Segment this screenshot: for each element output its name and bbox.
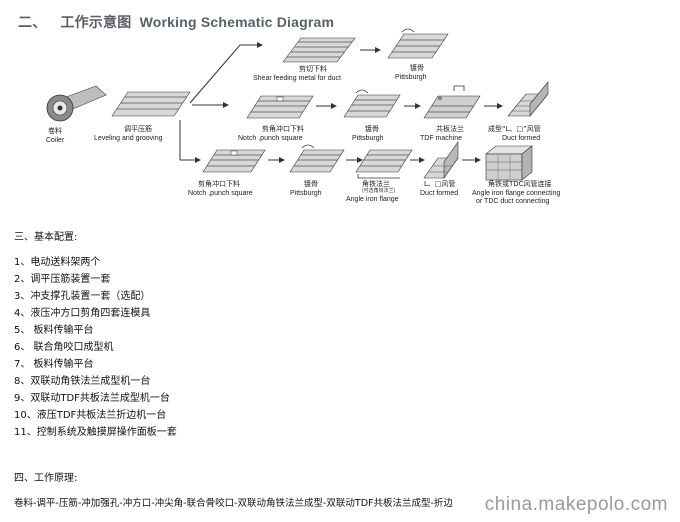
config-heading: 三、基本配置: xyxy=(14,232,78,243)
config-item: 3、冲支撑孔装置一套（选配） xyxy=(14,291,151,302)
coiler-label-en: Coiler xyxy=(46,137,65,144)
connect-label-en1: Angle iron flange connecting xyxy=(472,190,560,197)
title-number: 二、 xyxy=(18,14,47,30)
watermark: china.makepolo.com xyxy=(484,494,668,515)
angle-flange-icon xyxy=(355,149,413,179)
leveling-label-cn: 调平压筋 xyxy=(124,124,152,133)
config-item: 5、 板料传输平台 xyxy=(14,325,94,336)
config-item: 11、控制系统及触摸屏操作面板一套 xyxy=(14,427,177,438)
basic-config-section: 三、基本配置: 1、电动送料架两个 2、调平压筋装置一套 3、冲支撑孔装置一套（… xyxy=(14,229,177,441)
config-item: 9、双联动TDF共板法兰成型机一台 xyxy=(14,393,170,404)
notch1-label-cn: 剪角冲口下料 xyxy=(262,124,304,133)
notch2-sheet-icon xyxy=(202,149,266,173)
flow-arrow-bottom xyxy=(179,120,201,163)
pitts2-label-cn: 镀骨 xyxy=(365,124,379,133)
pitts2-label-en: Pittsburgh xyxy=(352,135,384,142)
config-item: 4、液压冲方口剪角四套连模具 xyxy=(14,308,151,319)
tdf-flange-icon xyxy=(423,85,481,119)
pitts1-label-cn: 镀骨 xyxy=(410,63,424,72)
pittsburgh3-sheet-icon xyxy=(289,144,345,173)
duct2-label-en: Duct formed xyxy=(420,190,458,197)
shear-label-cn: 剪切下料 xyxy=(299,64,327,73)
leveling-label-en: Leveling and grooving xyxy=(94,135,163,142)
title-cn: 工作示意图 xyxy=(60,14,132,30)
pittsburgh-sheet-icon xyxy=(387,28,449,59)
duct1-label-en: Duct formed xyxy=(502,135,540,142)
working-schematic-diagram: 卷料 Coiler 调平压筋 Leveling and grooving 剪切下… xyxy=(46,28,560,205)
pittsburgh2-sheet-icon xyxy=(343,89,401,118)
notch2-label-en: Notch ,punch square xyxy=(188,190,253,197)
notch-sheet-icon xyxy=(246,95,314,119)
principle-section: 四、工作原理: 卷料-调平-压筋-冲加强孔-冲方口-冲尖角-联合骨咬口-双联动角… xyxy=(14,470,453,512)
connect-label-en2: or TDC duct connecting xyxy=(476,198,550,205)
principle-heading: 四、工作原理: xyxy=(14,473,78,484)
config-item: 7、 板料传输平台 xyxy=(14,359,94,370)
pitts1-label-en: Pittsburgh xyxy=(395,74,427,81)
pitts3-label-en: Pittsburgh xyxy=(290,190,322,197)
duct-formed2-icon xyxy=(423,141,459,179)
coiler-icon xyxy=(46,85,107,122)
angle-label-sub: (可选角铁法兰) xyxy=(362,187,396,194)
notch2-label-cn: 剪角冲口下料 xyxy=(198,179,240,188)
angle-label-cn: 角铁法兰 xyxy=(362,179,390,188)
connected-duct-icon xyxy=(485,145,533,181)
duct1-label-cn: 成型“L、□”风管 xyxy=(488,124,541,133)
pitts3-label-cn: 镀骨 xyxy=(304,179,318,188)
principle-text: 卷料-调平-压筋-冲加强孔-冲方口-冲尖角-联合骨咬口-双联动角铁法兰成型-双联… xyxy=(14,498,453,509)
config-item: 1、电动送料架两个 xyxy=(14,257,101,268)
duct-formed-icon xyxy=(507,81,549,117)
flow-arrow-top xyxy=(189,42,263,104)
coiler-label-cn: 卷料 xyxy=(48,126,62,135)
config-item: 2、调平压筋装置一套 xyxy=(14,274,111,285)
shear-sheet-icon xyxy=(282,37,356,63)
angle-label-en: Angle iron flange xyxy=(346,196,399,203)
leveling-sheet-icon xyxy=(111,91,191,117)
duct2-label-cn: L、□风管 xyxy=(424,179,456,188)
config-item: 8、双联动角铁法兰成型机一台 xyxy=(14,376,151,387)
config-item: 10、液压TDF共板法兰折边机一台 xyxy=(14,410,167,421)
connect-label-cn: 角铁或TDC风管连接 xyxy=(488,179,552,188)
tdf-label-cn: 共板法兰 xyxy=(436,124,464,133)
shear-label-en: Shear feeding metal for duct xyxy=(253,75,341,82)
tdf-label-en: TDF machine xyxy=(420,135,462,142)
page-title: 二、工作示意图 Working Schematic Diagram xyxy=(18,12,334,32)
title-en: Working Schematic Diagram xyxy=(139,14,335,30)
notch1-label-en: Notch ,punch square xyxy=(238,135,303,142)
config-item: 6、 联合角咬口成型机 xyxy=(14,342,114,353)
config-list: 1、电动送料架两个 2、调平压筋装置一套 3、冲支撑孔装置一套（选配） 4、液压… xyxy=(14,254,177,441)
